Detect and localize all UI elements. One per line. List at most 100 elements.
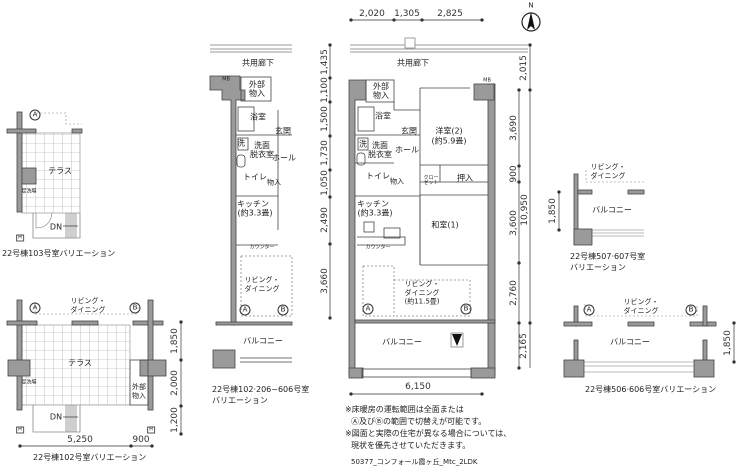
variant-206-plan <box>209 44 293 369</box>
v507-living: リビング・ ダイニング <box>590 163 626 180</box>
counter-label: カウンター <box>365 244 391 251</box>
v206-corridor: 共用廊下 <box>242 58 274 68</box>
v103-dn: DN <box>49 222 63 232</box>
v102-h-right: H <box>147 426 155 434</box>
bath-label: 浴室 <box>375 111 391 121</box>
north-arrow-icon <box>521 12 541 32</box>
living-label: リビング・ ダイニング <box>404 280 440 297</box>
v206-toilet: トイレ <box>243 172 267 182</box>
dim-left-2: 1,100 <box>320 77 330 103</box>
dim-right-5: 2,760 <box>509 280 519 306</box>
v206-washroom: 洗面 脱衣室 <box>250 141 274 159</box>
living-size: (約11.5畳) <box>404 297 440 306</box>
closet-label: クロー ゼット <box>423 175 439 186</box>
balcony-label: バルコニー <box>382 337 422 347</box>
v102-dim-bottom-2: 900 <box>132 435 150 445</box>
v206-living: リビング・ ダイニング <box>244 276 280 293</box>
v206-mb: MB <box>222 76 230 83</box>
mb-label: MB <box>483 77 491 84</box>
dim-top-1: 2,020 <box>359 9 385 19</box>
v102-foot-wash: 足洗場 <box>21 379 37 386</box>
v206-caption-2: バリエーション <box>212 396 268 405</box>
v506-caption: 22号棟506·606号室バリエーション <box>585 385 717 394</box>
v102-caption: 22号棟102号室バリエーション <box>33 453 147 462</box>
v506-balcony: バルコニー <box>610 337 650 347</box>
v206-hall: ホール <box>272 153 296 163</box>
kitchen-label: キッチン <box>357 199 389 209</box>
v206-bath: 浴室 <box>250 112 266 122</box>
v103-terrace: テラス <box>48 166 72 176</box>
zone-b-marker: B <box>460 303 472 315</box>
v206-zone-a: A <box>239 304 251 316</box>
dim-total: 10,950 <box>520 194 530 226</box>
note-line-4: 現状を優先させていただきます。 <box>351 441 471 450</box>
variant-102-plan <box>6 299 167 433</box>
v206-kitchen: キッチン <box>237 199 269 209</box>
v506-zone-b: B <box>685 304 697 316</box>
corridor-label: 共用廊下 <box>397 58 429 68</box>
dim-right-3: 900 <box>509 165 519 183</box>
north-label: N <box>528 1 534 10</box>
western-room-size: (約5.9畳) <box>431 136 467 146</box>
japanese-room-label: 和室(1) <box>431 220 459 230</box>
viewpoint-marker-icon <box>452 334 462 346</box>
dim-left-5: 1,050 <box>320 170 330 196</box>
v206-kitchen-size: (約3.3畳) <box>237 208 273 218</box>
washroom-label: 洗面 脱衣室 <box>368 141 392 159</box>
dim-left-4: 1,730 <box>320 140 330 166</box>
hall-label: ホール <box>395 145 419 155</box>
western-room-label: 洋室(2) <box>435 126 463 136</box>
v507-caption-1: 22号棟507·607号室 <box>570 252 646 261</box>
dim-top-3: 2,825 <box>437 9 463 19</box>
v506-dim: 1,850 <box>723 330 733 356</box>
v206-caption-1: 22号棟102·206~606号室 <box>212 385 310 394</box>
dim-left-7: 3,660 <box>320 268 330 294</box>
note-line-3: ※図面と実際の住宅が異なる場合については、 <box>345 429 512 438</box>
note-line-1: ※床暖房の運転範囲は全面または <box>345 405 464 414</box>
laundry-label: 洗 <box>359 139 367 149</box>
dim-left-3: 1,500 <box>320 106 330 132</box>
v102-h-left: H <box>16 426 24 434</box>
dim-right-4: 3,600 <box>509 210 519 236</box>
dim-right-2: 3,690 <box>509 115 519 141</box>
v102-dn: DN <box>49 412 63 422</box>
zone-a-marker: A <box>362 303 374 315</box>
v103-foot-wash: 足洗場 <box>21 188 37 195</box>
v102-dim-2: 2,000 <box>170 370 180 396</box>
v102-living: リビング・ ダイニング <box>70 297 106 314</box>
dim-top-2: 1,305 <box>394 9 420 19</box>
v206-laundry: 洗 <box>237 138 245 148</box>
v206-balcony: バルコニー <box>243 336 283 346</box>
v102-terrace: テラス <box>68 358 92 368</box>
dim-bottom: 6,150 <box>405 382 431 392</box>
v103-zone-a: A <box>29 109 41 121</box>
main-plan <box>348 37 528 379</box>
v206-storage: 物入 <box>267 178 281 187</box>
variant-103-plan <box>6 111 83 239</box>
dim-left-1: 1,435 <box>320 49 330 75</box>
oshiire-label: 押入 <box>457 173 473 183</box>
kitchen-size: (約3.3畳) <box>357 208 393 218</box>
v103-caption: 22号棟103号室バリエーション <box>2 249 116 258</box>
dimension-lines <box>18 18 736 448</box>
v102-zone-a: A <box>29 302 41 314</box>
outdoor-storage-label: 外部 物入 <box>373 82 389 100</box>
dim-left-6: 2,490 <box>320 207 330 233</box>
v102-dim-1: 1,850 <box>170 328 180 354</box>
v507-dim: 1,850 <box>548 198 558 224</box>
toilet-label: トイレ <box>366 171 390 181</box>
v506-zone-a: A <box>583 304 595 316</box>
dim-right-6: 2,165 <box>519 333 529 359</box>
v102-outdoor-storage: 外部 物入 <box>132 383 146 400</box>
variant-507-plan <box>573 170 645 246</box>
v102-dim-bottom-1: 5,250 <box>67 435 93 445</box>
v507-caption-2: バリエーション <box>570 263 626 272</box>
v102-zone-b: B <box>129 302 141 314</box>
storage-label: 物入 <box>390 177 404 186</box>
v507-balcony: バルコニー <box>592 205 632 215</box>
v102-dim-3: 1,200 <box>170 407 180 433</box>
v206-outdoor-storage: 外部 物入 <box>249 80 265 98</box>
dim-right-1: 2,015 <box>519 55 529 81</box>
